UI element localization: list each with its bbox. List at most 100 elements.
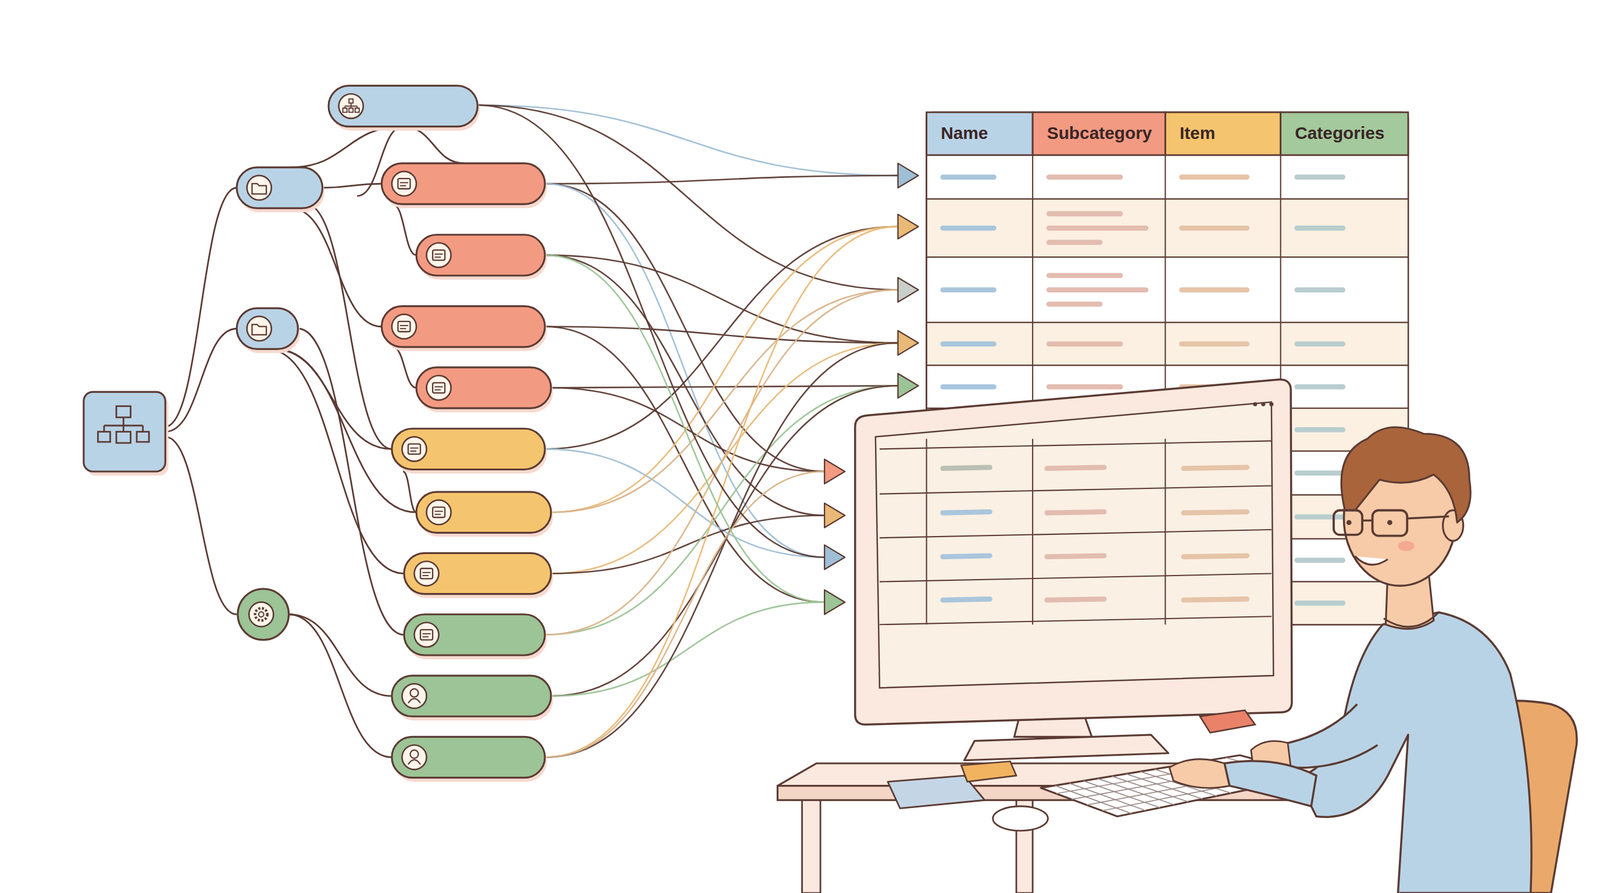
icon-glyph bbox=[252, 183, 267, 195]
table-row bbox=[926, 322, 1409, 366]
screen-column-rule bbox=[1031, 438, 1034, 625]
pill-node bbox=[236, 167, 323, 209]
pill-icon bbox=[402, 436, 427, 462]
mapping-wire bbox=[551, 290, 899, 513]
window-dot bbox=[1252, 402, 1257, 407]
table-row bbox=[926, 198, 1409, 257]
pill-icon bbox=[402, 683, 427, 709]
arrow-head bbox=[897, 330, 919, 356]
icon-glyph bbox=[252, 324, 267, 335]
column-header: Categories bbox=[1294, 112, 1385, 156]
red-block bbox=[1200, 710, 1256, 734]
mapping-wire bbox=[544, 386, 898, 635]
placeholder-bar bbox=[1048, 211, 1121, 217]
tree-line bbox=[393, 204, 417, 256]
placeholder-bar bbox=[943, 287, 995, 293]
pill-icon bbox=[338, 93, 364, 119]
tree-line bbox=[165, 187, 237, 427]
pill-node bbox=[328, 85, 478, 127]
mapping-wire bbox=[544, 343, 898, 758]
mapping-wire bbox=[551, 226, 899, 513]
pill-icon bbox=[426, 375, 452, 400]
tree-line bbox=[289, 126, 403, 168]
mapping-wire bbox=[544, 255, 898, 344]
arrow-head bbox=[824, 502, 845, 528]
screen-row-rule bbox=[879, 440, 1272, 449]
tree-line bbox=[402, 471, 417, 513]
mapping-wire bbox=[544, 255, 825, 516]
window-dot bbox=[1261, 402, 1266, 407]
icon-glyph bbox=[408, 698, 421, 704]
glasses-lens bbox=[1333, 510, 1363, 535]
arrow-head bbox=[897, 373, 919, 398]
pill-node bbox=[391, 675, 552, 717]
placeholder-bar bbox=[943, 555, 991, 557]
mapping-wire bbox=[551, 386, 899, 389]
workstation bbox=[777, 379, 1577, 893]
pill-node bbox=[381, 306, 545, 348]
key-column bbox=[1097, 778, 1175, 805]
placeholder-bar bbox=[1183, 598, 1248, 600]
tree-shapes bbox=[83, 85, 553, 782]
icon-glyph bbox=[255, 608, 268, 621]
screen-row-rule bbox=[879, 616, 1272, 625]
icon-glyph bbox=[434, 513, 442, 516]
placeholder-bar bbox=[1047, 467, 1105, 469]
mapping-wire bbox=[544, 471, 825, 758]
icon-glyph bbox=[434, 253, 444, 255]
eye bbox=[1387, 519, 1393, 525]
pill-icon bbox=[247, 175, 272, 200]
placeholder-bar bbox=[943, 174, 995, 180]
screen-row-rule bbox=[879, 529, 1272, 538]
icon-glyph bbox=[422, 572, 431, 574]
pill-icon bbox=[248, 602, 274, 627]
placeholder-bar bbox=[943, 511, 991, 513]
mapping-wire bbox=[544, 175, 898, 184]
tree-line bbox=[288, 614, 392, 758]
icon-glyph bbox=[434, 256, 442, 258]
screen-column-rule bbox=[1164, 438, 1166, 625]
gear-node bbox=[237, 588, 289, 641]
header-cell bbox=[1165, 112, 1281, 156]
placeholder-bar bbox=[1297, 600, 1344, 606]
placeholder-bar bbox=[1048, 384, 1121, 390]
placeholder-bar bbox=[943, 598, 991, 600]
tree-line bbox=[275, 348, 417, 513]
tree-lines bbox=[165, 126, 464, 758]
mapping-wire bbox=[544, 226, 898, 758]
icon-glyph bbox=[434, 389, 442, 391]
header-cell bbox=[1280, 112, 1409, 156]
icon-glyph bbox=[397, 321, 410, 332]
icon-glyph bbox=[400, 181, 409, 184]
hand bbox=[1169, 759, 1230, 789]
tree-line bbox=[165, 436, 237, 614]
icon-glyph bbox=[422, 575, 430, 577]
placeholder-bar bbox=[1297, 287, 1344, 293]
pill-node bbox=[416, 491, 552, 533]
pill-icon bbox=[391, 314, 417, 339]
pill-node bbox=[416, 234, 545, 276]
root-node bbox=[83, 391, 166, 472]
placeholder-bar bbox=[943, 341, 995, 347]
tree-line bbox=[393, 347, 417, 388]
icon-glyph bbox=[400, 327, 407, 330]
pill-node bbox=[404, 614, 545, 656]
key-column bbox=[1083, 780, 1161, 808]
arrow-head bbox=[824, 459, 845, 484]
tree-line bbox=[322, 183, 382, 188]
icon-glyph bbox=[400, 185, 407, 187]
screen-column-rule bbox=[926, 438, 928, 625]
icon-glyph bbox=[410, 450, 417, 452]
placeholder-bar bbox=[1048, 341, 1121, 347]
column-header: Name bbox=[940, 112, 988, 156]
arrow-head bbox=[897, 163, 919, 188]
desk-leg bbox=[802, 798, 821, 893]
arm bbox=[1277, 704, 1378, 768]
collar bbox=[1383, 612, 1439, 627]
placeholder-bar bbox=[1048, 301, 1100, 307]
hair bbox=[1341, 427, 1471, 523]
tree-line bbox=[165, 328, 237, 432]
screen-row-rule bbox=[879, 573, 1272, 582]
placeholder-bar bbox=[1183, 467, 1248, 469]
